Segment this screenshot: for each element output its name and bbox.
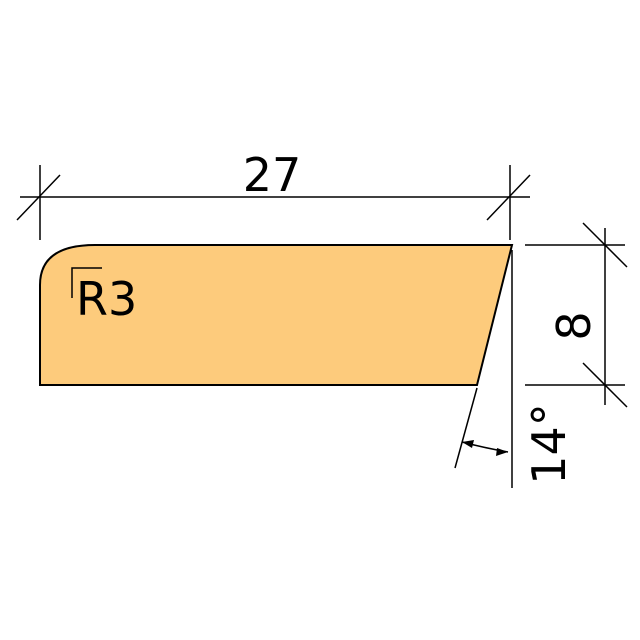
width-dimension [16,165,531,240]
angle-label: 14° [522,403,576,485]
width-tick-right [486,174,531,221]
radius-corner-mark [71,267,102,298]
angle-extended-edge [454,387,478,469]
height-dimension [525,222,628,408]
profile-shape [39,244,514,386]
angle-arrowhead-right [496,448,508,456]
height-tick-top [582,222,628,268]
width-tick-left [16,174,61,221]
radius-label: R3 [76,272,137,326]
height-tick-bottom [582,362,628,408]
height-label: 8 [547,311,601,340]
angle-arrowhead-left [462,440,474,448]
width-label: 27 [243,148,302,202]
